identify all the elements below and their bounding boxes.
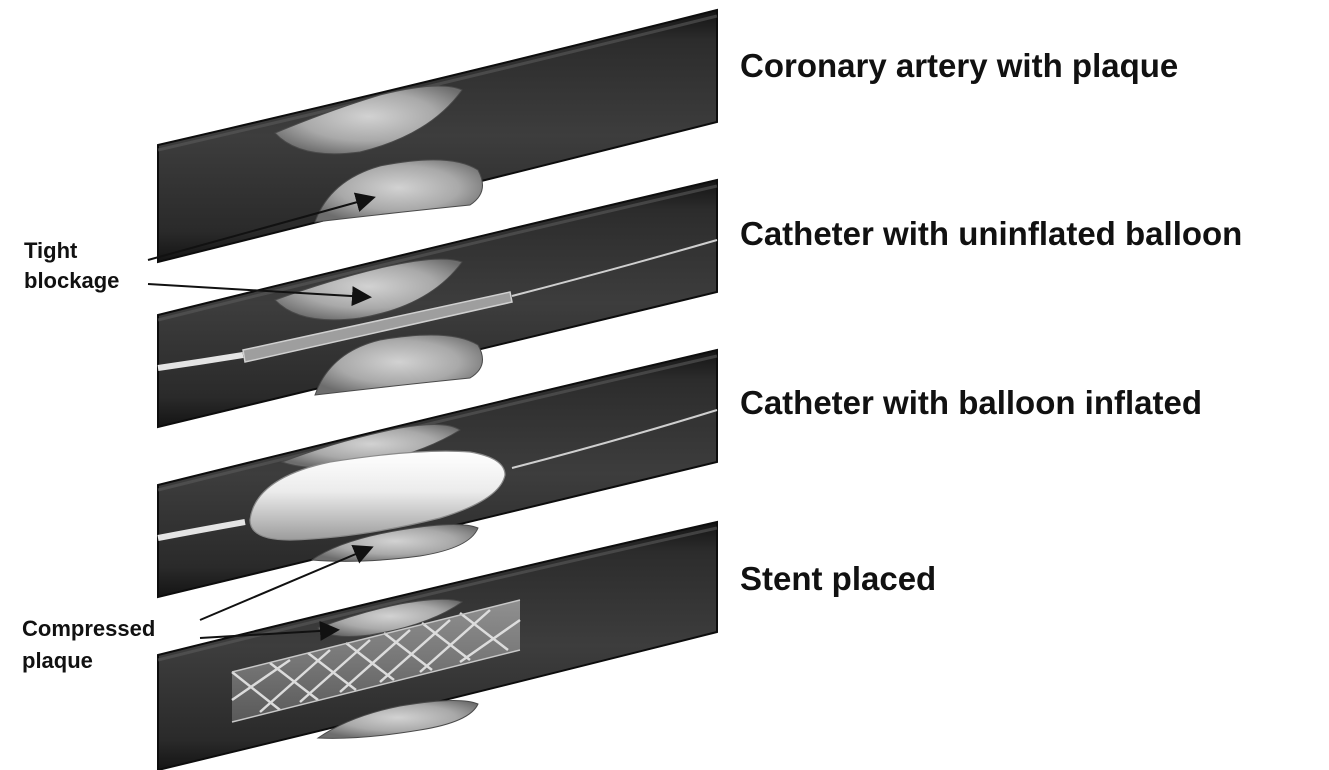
stage-label-stent: Stent placed (740, 560, 936, 597)
stage-label-uninflated: Catheter with uninflated balloon (740, 215, 1242, 252)
stage-label-plaque: Coronary artery with plaque (740, 47, 1178, 84)
callout-tight-label-line2: blockage (24, 268, 119, 293)
callout-tight-label-line1: Tight (24, 238, 78, 263)
stage-label-inflated: Catheter with balloon inflated (740, 384, 1202, 421)
callout-compressed-label-line2: plaque (22, 648, 93, 673)
callout-compressed-label-line1: Compressed (22, 616, 155, 641)
